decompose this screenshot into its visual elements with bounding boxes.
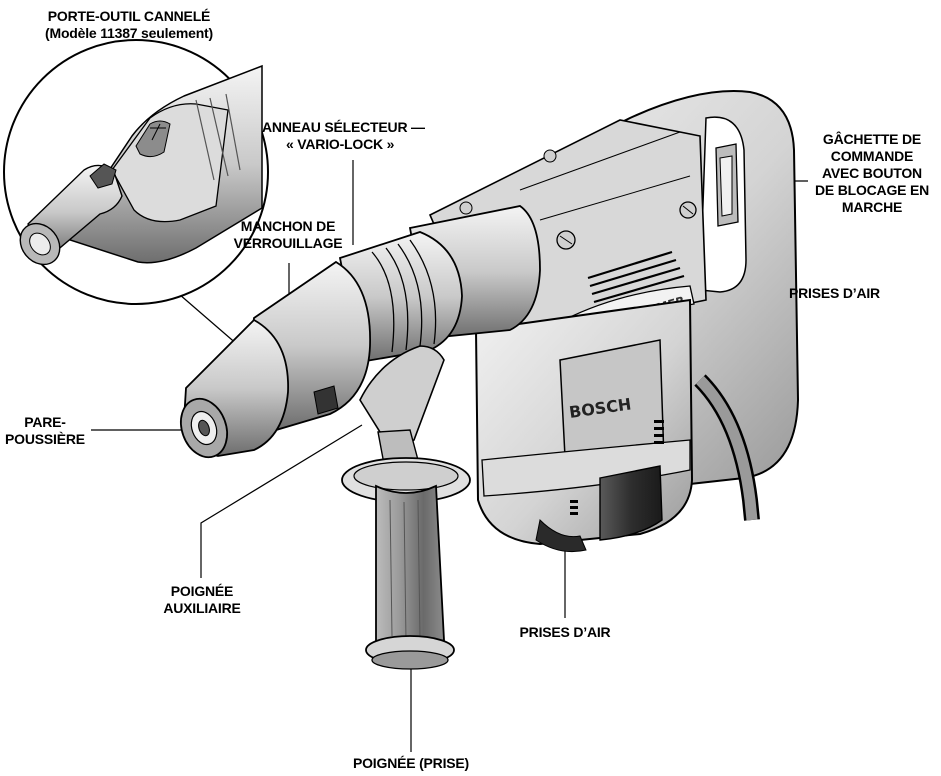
- label-poignee-auxiliaire: POIGNÉE AUXILIAIRE: [140, 583, 264, 617]
- label-pare-poussiere-line2: POUSSIÈRE: [5, 431, 85, 447]
- label-porte-outil: PORTE-OUTIL CANNELÉ (Modèle 11387 seulem…: [0, 8, 258, 42]
- label-poignee-prise-text: POIGNÉE (PRISE): [352, 755, 470, 771]
- label-pare-poussiere: PARE- POUSSIÈRE: [0, 414, 90, 448]
- leader-line-poignee-aux: [200, 424, 363, 578]
- label-porte-outil-line2: (Modèle 11387 seulement): [45, 25, 213, 41]
- label-prises-air-upper-text: PRISES D’AIR: [789, 285, 880, 301]
- label-prises-air-lower: PRISES D’AIR: [490, 624, 640, 641]
- label-gachette-line1: GÂCHETTE DE: [822, 131, 922, 147]
- label-gachette-line4: DE BLOCAGE EN: [814, 182, 930, 198]
- label-gachette: GÂCHETTE DE COMMANDE AVEC BOUTON DE BLOC…: [806, 131, 938, 216]
- motor-body: BOSCH: [474, 298, 694, 553]
- label-manchon-line2: VERROUILLAGE: [233, 235, 343, 251]
- label-manchon: MANCHON DE VERROUILLAGE: [222, 218, 354, 252]
- label-gachette-line2: COMMANDE: [830, 148, 914, 164]
- label-pare-poussiere-line1: PARE-: [24, 414, 66, 430]
- barrel-assembly: [180, 205, 541, 459]
- auxiliary-handle: [341, 345, 471, 670]
- label-anneau-line2: « VARIO-LOCK »: [286, 136, 395, 152]
- label-prises-air-upper: PRISES D’AIR: [789, 285, 880, 302]
- label-poignee-prise: POIGNÉE (PRISE): [326, 755, 496, 772]
- inset-splined-holder: [3, 39, 269, 305]
- label-anneau-line1: ANNEAU SÉLECTEUR —: [262, 119, 425, 135]
- label-prises-air-lower-text: PRISES D’AIR: [519, 624, 611, 640]
- label-anneau-selecteur: ANNEAU SÉLECTEUR — « VARIO-LOCK »: [262, 119, 425, 153]
- label-poignee-aux-line2: AUXILIAIRE: [163, 600, 241, 616]
- label-porte-outil-line1: PORTE-OUTIL CANNELÉ: [47, 8, 211, 24]
- label-gachette-line3: AVEC BOUTON: [822, 165, 922, 181]
- label-manchon-line1: MANCHON DE: [240, 218, 336, 234]
- label-gachette-line5: MARCHE: [841, 199, 903, 215]
- power-cord: [696, 376, 758, 521]
- label-poignee-aux-line1: POIGNÉE: [170, 583, 234, 599]
